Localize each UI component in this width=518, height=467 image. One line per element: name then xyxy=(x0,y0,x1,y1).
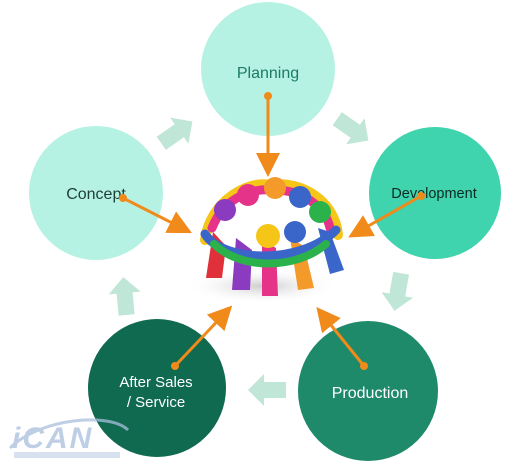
connector-after-sales xyxy=(171,305,233,370)
cycle-arrow-production-to-aftersales xyxy=(248,374,286,406)
team-huddle-figures-icon xyxy=(184,177,344,304)
connector-concept xyxy=(119,194,193,234)
connector-development xyxy=(348,192,425,238)
watermark-logo: iCAN xyxy=(8,418,130,458)
node-planning-label: Planning xyxy=(237,65,299,82)
node-planning-circle xyxy=(201,2,335,136)
cycle-arrow-aftersales-to-concept xyxy=(108,277,141,316)
node-production-label: Production xyxy=(332,385,409,402)
node-after-sales-circle xyxy=(88,319,226,457)
connector-production xyxy=(316,306,368,370)
node-development: Development xyxy=(369,127,501,259)
node-development-circle xyxy=(369,127,501,259)
node-production: Production xyxy=(298,321,438,461)
node-development-label: Development xyxy=(391,186,476,202)
cycle-arrows xyxy=(108,112,414,406)
cycle-arrow-development-to-production xyxy=(381,271,414,311)
node-concept-circle xyxy=(29,126,163,260)
node-concept-label: Concept xyxy=(66,186,126,203)
node-after-sales-label-line1: After Sales xyxy=(119,374,192,391)
node-concept: Concept xyxy=(29,126,163,260)
node-after-sales: After Sales / Service xyxy=(88,319,226,457)
svg-text:iCAN: iCAN xyxy=(12,422,93,455)
connectors xyxy=(119,92,425,370)
node-planning: Planning xyxy=(201,2,335,136)
cycle-arrow-concept-to-planning xyxy=(156,117,193,150)
node-production-circle xyxy=(298,321,438,461)
cycle-arrow-planning-to-development xyxy=(332,112,369,145)
connector-planning xyxy=(256,92,280,177)
node-after-sales-label-line2: / Service xyxy=(127,394,185,411)
